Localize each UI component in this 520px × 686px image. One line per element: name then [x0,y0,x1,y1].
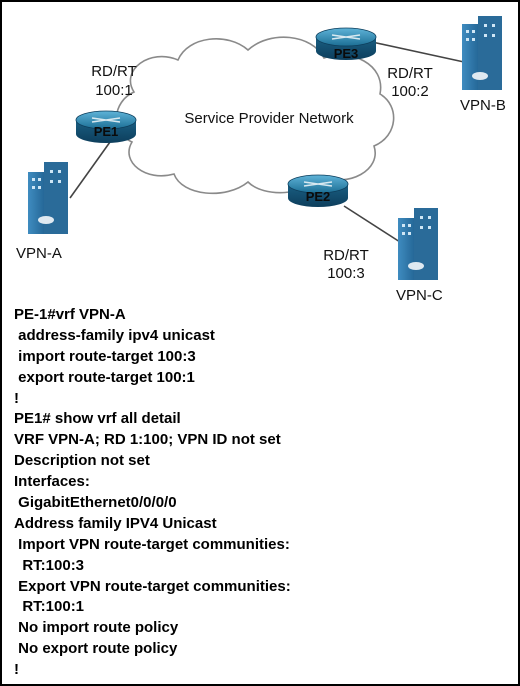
building-vpn-a-icon [28,162,68,234]
router-label-pe2: PE2 [306,189,331,204]
config-listing: PE-1#vrf VPN-A address-family ipv4 unica… [14,305,510,681]
building-vpn-b-icon [462,16,502,90]
site-label-vpn-b: VPN-B [460,97,506,114]
router-label-pe3: PE3 [334,46,359,61]
link-pe2-vpn-c [343,205,401,243]
site-label-vpn-a: VPN-A [16,245,62,262]
config-line: export route-target 100:1 [14,368,195,386]
config-line: PE-1#vrf VPN-A [14,306,126,323]
config-line: Import VPN route-target communities: [14,535,290,553]
config-line: VRF VPN-A; RD 1:100; VPN ID not set [14,431,281,449]
router-pe1: PE1 [75,110,137,143]
site-label-vpn-c: VPN-C [396,287,443,302]
router-label-pe1: PE1 [94,124,119,139]
config-line: RT:100:3 [14,556,85,574]
config-line: ! [14,661,19,679]
rdrt-pe3-title: RD/RT [387,65,433,82]
network-diagram: Service Provider Network PE1 PE3 P [16,16,506,302]
config-line: Export VPN route-target communities: [14,577,291,595]
rdrt-pe3-value: 100:2 [391,83,429,100]
service-provider-cloud: Service Provider Network [115,36,395,195]
link-pe1-vpn-a [69,141,111,199]
link-pe3-vpn-b [371,41,465,63]
config-line: import route-target 100:3 [14,347,196,365]
config-line: GigabitEthernet0/0/0/0 [14,494,177,512]
config-line: address-family ipv4 unicast [14,326,215,344]
router-pe3: PE3 [315,27,377,61]
config-line: No import route policy [14,619,179,637]
building-vpn-c-icon [398,208,438,280]
config-line: ! [14,389,19,407]
config-line: Address family IPV4 Unicast [14,514,217,532]
rdrt-pe1-value: 100:1 [95,82,133,99]
config-line: No export route policy [14,640,178,658]
config-line: PE1# show vrf all detail [14,410,181,428]
rdrt-pe2-value: 100:3 [327,265,365,282]
config-line: RT:100:1 [14,598,85,616]
rdrt-pe2-title: RD/RT [323,247,369,264]
router-pe2: PE2 [287,174,349,207]
config-line: Description not set [14,452,150,470]
rdrt-pe1-title: RD/RT [91,63,137,80]
links [69,41,465,243]
config-line: Interfaces: [14,473,90,491]
cloud-label: Service Provider Network [184,110,354,127]
